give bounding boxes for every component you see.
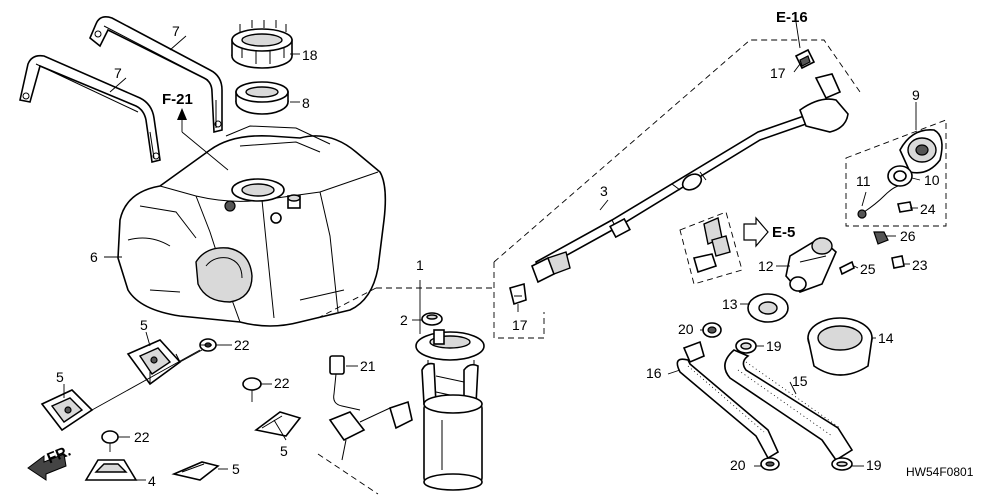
clip-middle	[242, 377, 262, 402]
e5-reference-arrow	[743, 216, 769, 248]
filler-seal-ring	[887, 165, 913, 187]
filler-pipe-base	[785, 237, 837, 293]
ref-e16: E-16	[776, 9, 808, 26]
fuel-pipe-clip-upper-17	[794, 48, 816, 70]
filler-cap-housing	[899, 129, 943, 174]
filler-pipe-seal-13	[747, 293, 789, 323]
front-arrow-label: FR.	[45, 442, 74, 467]
callout-labels: 7 7 18 8 6 1 2 3 5 5 5 5 4 22 22 22 21 1…	[56, 23, 940, 489]
filler-tether	[857, 185, 899, 219]
tank-mount-rubber-upper	[126, 339, 182, 386]
callout-10: 10	[924, 172, 940, 188]
drawing-code: HW54F0801	[906, 465, 974, 479]
callout-7-front: 7	[172, 23, 180, 39]
pump-clip-2	[421, 312, 443, 326]
callout-24: 24	[920, 201, 936, 217]
ref-e5: E-5	[772, 224, 795, 241]
callout-26: 26	[900, 228, 916, 244]
tank-mount-plate-center	[254, 411, 302, 437]
callout-15: 15	[792, 373, 808, 389]
callout-20-upper: 20	[678, 321, 694, 337]
screw-25	[839, 260, 855, 276]
hose-clamp-19-upper	[735, 338, 757, 354]
callout-18: 18	[302, 47, 318, 63]
e5-clip-parts	[692, 217, 731, 274]
callout-22-lower: 22	[134, 429, 150, 445]
callout-14: 14	[878, 330, 894, 346]
callout-3: 3	[600, 183, 608, 199]
fuel-feed-pipe	[530, 73, 849, 284]
tank-cushion-bottom	[84, 459, 138, 481]
callout-22-upper: 22	[234, 337, 250, 353]
callout-5-bottom: 5	[232, 461, 240, 477]
leader-lines	[63, 21, 921, 481]
hose-clamp-20-lower	[760, 457, 780, 471]
callout-12: 12	[758, 258, 774, 274]
callout-17-upper: 17	[770, 65, 786, 81]
fuel-tank-strap-rear	[19, 54, 161, 163]
callout-19-lower: 19	[866, 457, 882, 473]
fuel-tank-strap-front	[89, 16, 223, 134]
callout-9: 9	[912, 87, 920, 103]
callout-16: 16	[646, 365, 662, 381]
callout-13: 13	[722, 296, 738, 312]
callout-5-upper: 5	[140, 317, 148, 333]
fuel-gauge-sender	[328, 355, 413, 461]
callout-22-middle: 22	[274, 375, 290, 391]
callout-17-lower: 17	[512, 317, 528, 333]
clip-lower	[101, 430, 119, 452]
callout-5-center: 5	[280, 443, 288, 459]
hose-clamp-19-lower	[831, 457, 853, 471]
tank-mount-plate-bottom	[171, 461, 220, 481]
callout-11: 11	[856, 173, 871, 189]
filler-neck-bracket	[845, 119, 947, 227]
ref-f21: F-21	[162, 91, 193, 108]
fuel-pipe-clip-lower-17	[509, 282, 527, 312]
lock-ring	[231, 20, 293, 69]
callout-1: 1	[416, 257, 424, 273]
f21-reference-arrow	[177, 108, 229, 171]
fuel-feed-pipe-bracket	[493, 39, 861, 339]
callout-21: 21	[360, 358, 376, 374]
filler-hose-15	[724, 349, 854, 462]
callout-8: 8	[302, 95, 310, 111]
front-direction-arrow	[27, 453, 67, 481]
callout-2: 2	[400, 312, 408, 328]
bolt-23	[891, 255, 905, 269]
callout-20-lower: 20	[730, 457, 746, 473]
filler-pipe-guard-14	[807, 317, 873, 376]
bolt-26	[873, 231, 889, 245]
tank-packing	[235, 81, 289, 115]
hose-clamp-20-upper	[702, 322, 722, 338]
fuel-pump-module	[415, 329, 485, 491]
fuel-pump-module-bracket	[317, 287, 494, 495]
callout-23: 23	[912, 257, 928, 273]
reference-labels: E-16 F-21 E-5 FR. HW54F0801	[45, 9, 974, 479]
callout-4: 4	[148, 473, 156, 489]
callout-6: 6	[90, 249, 98, 265]
callout-7-rear: 7	[114, 65, 122, 81]
callout-25: 25	[860, 261, 876, 277]
breather-hose-16	[676, 340, 780, 460]
e5-subassembly-bracket	[679, 211, 743, 285]
fuel-tank	[117, 125, 387, 327]
callout-19-upper: 19	[766, 338, 782, 354]
callout-5-left: 5	[56, 369, 64, 385]
filler-screw-24	[897, 201, 913, 213]
tank-mount-rubber-left	[40, 389, 94, 432]
